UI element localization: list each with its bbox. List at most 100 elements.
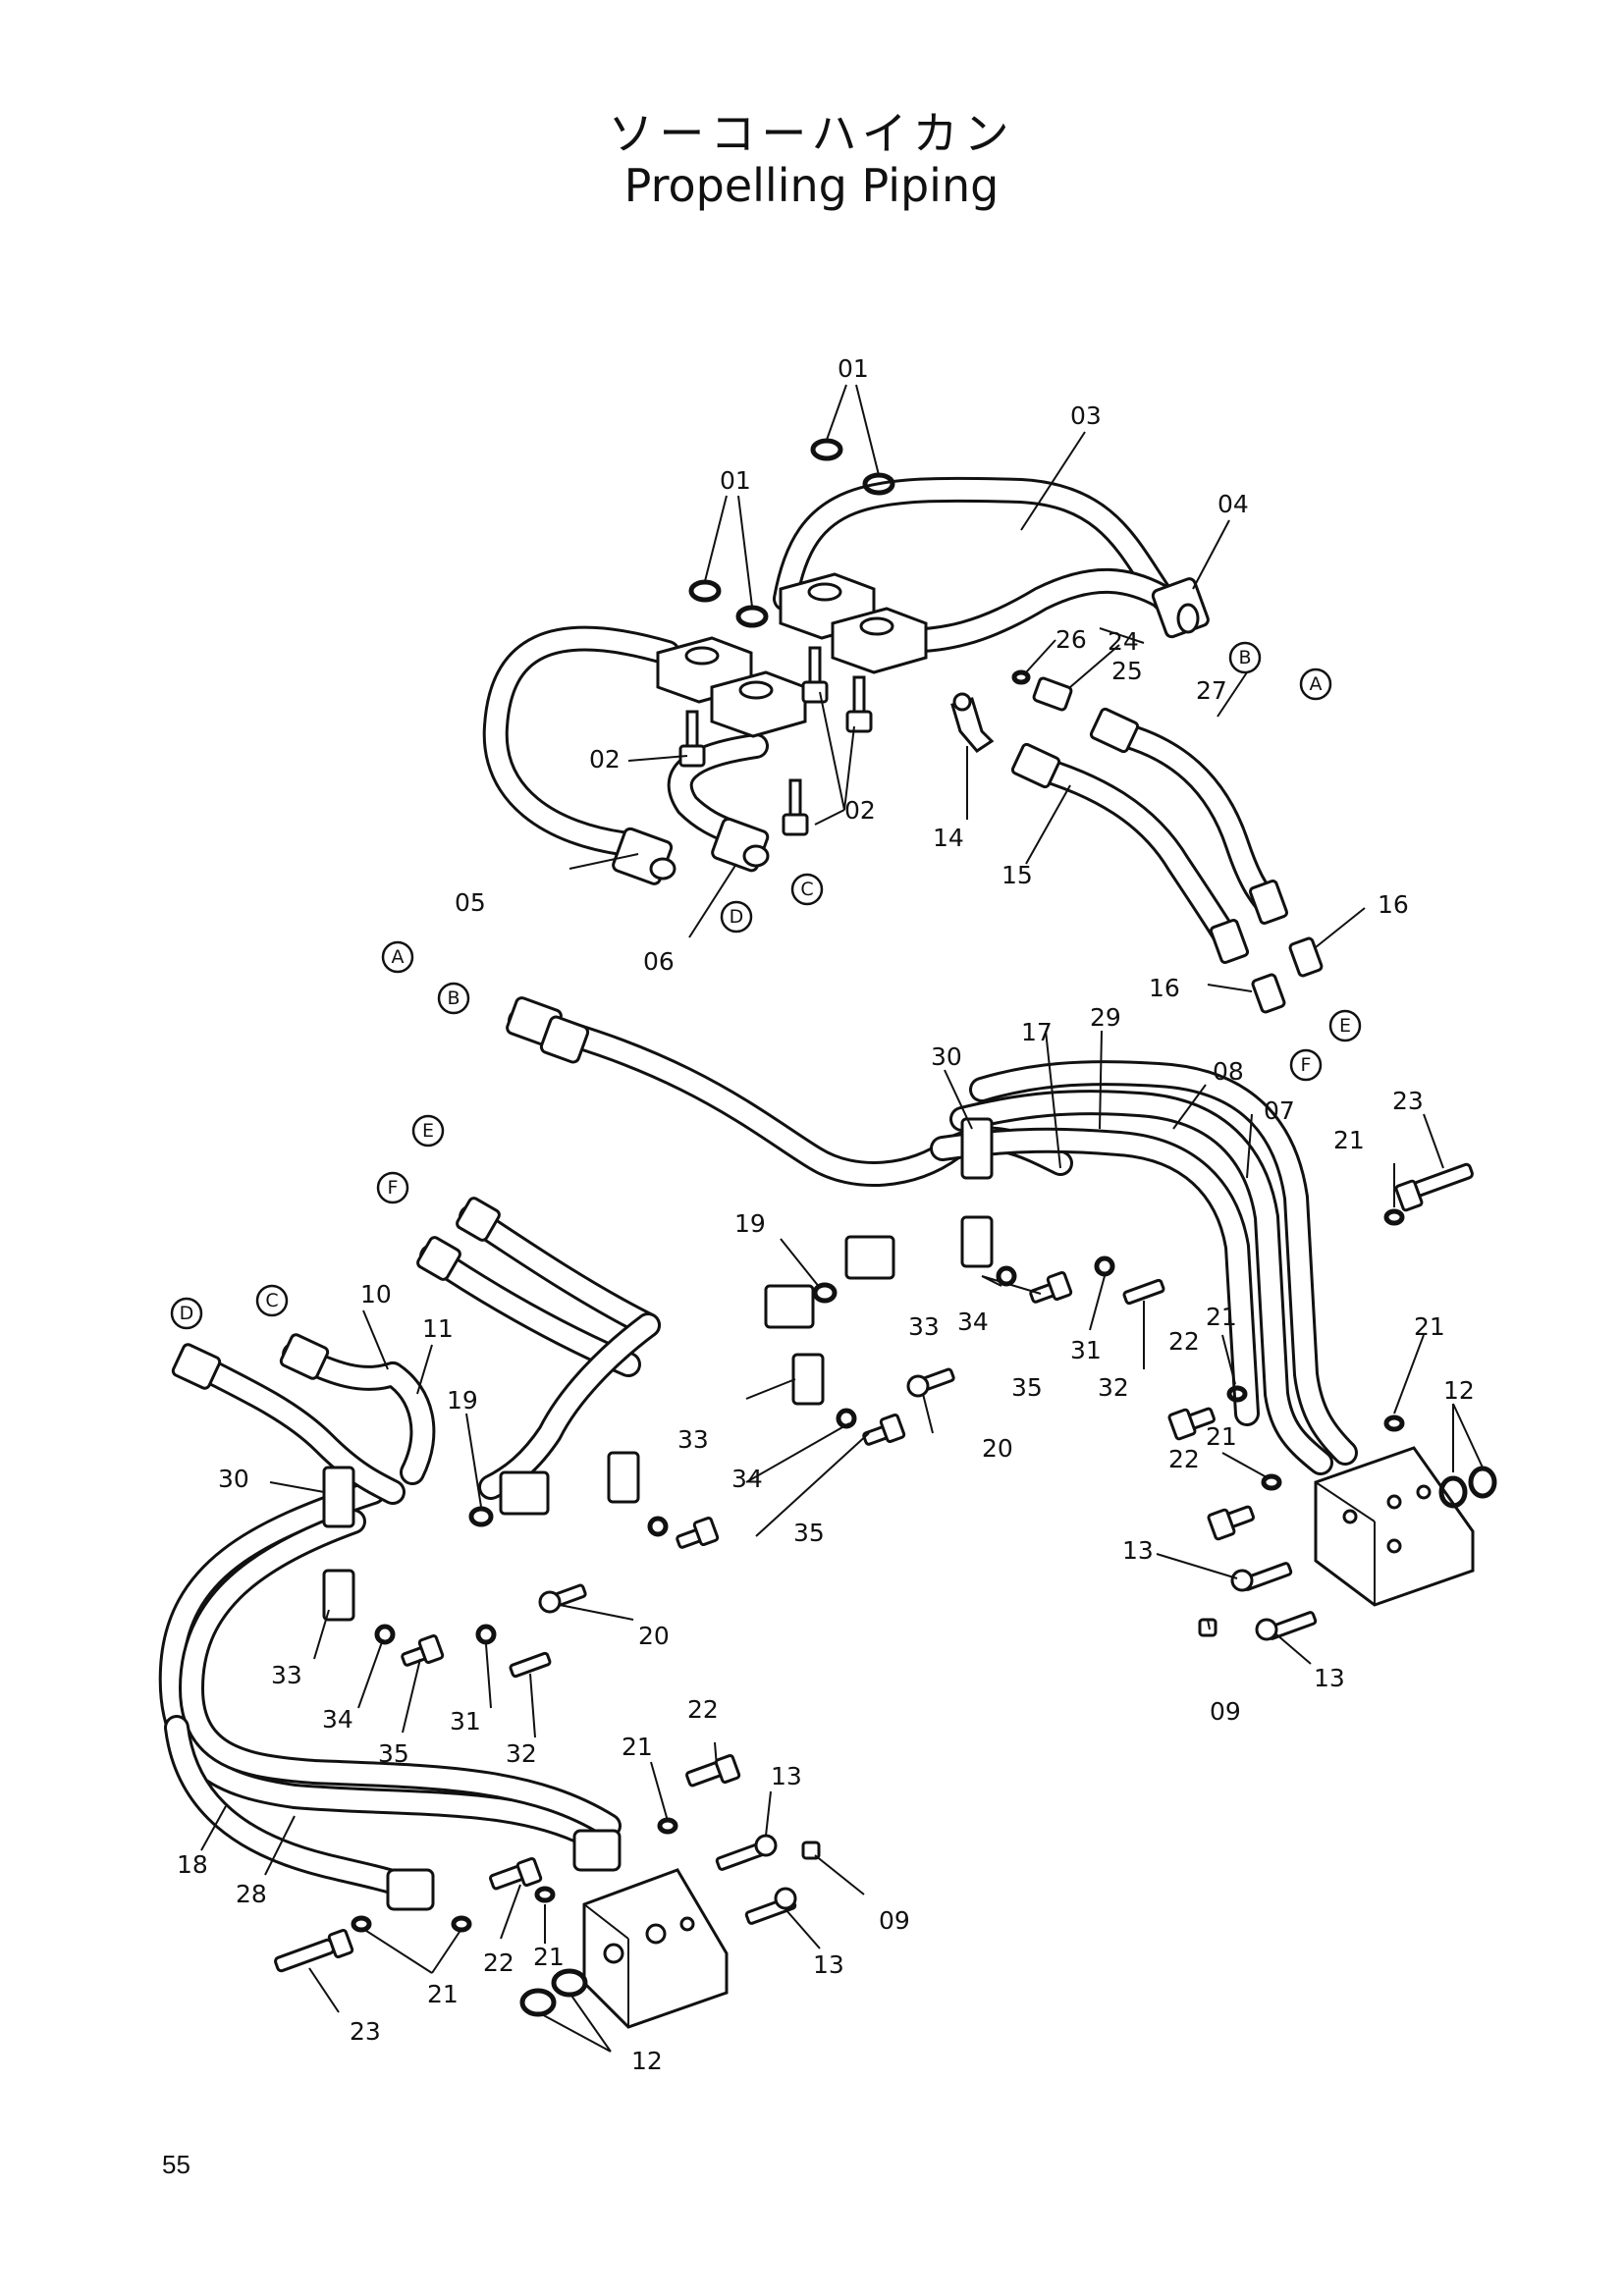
connector-f-upper: F <box>1289 1048 1323 1082</box>
main-pipe-assembly <box>158 996 1358 1902</box>
label-31-upper: 31 <box>1070 1336 1102 1364</box>
label-12-right: 12 <box>1443 1376 1475 1405</box>
bolt-22-lower-a <box>489 1856 543 1891</box>
hose-end-e <box>456 1197 501 1242</box>
label-06: 06 <box>643 947 675 976</box>
label-22-right-b: 22 <box>1168 1445 1200 1473</box>
label-12-lower: 12 <box>631 2047 663 2075</box>
lower-manifold-block <box>582 1868 729 2029</box>
leader-lines <box>200 384 1484 2053</box>
bolt-35-upper <box>1029 1270 1073 1304</box>
ring-21-c <box>1383 1415 1405 1432</box>
label-33-upper: 33 <box>908 1312 940 1341</box>
flange-block-top-right <box>831 607 928 674</box>
label-04: 04 <box>1217 490 1249 518</box>
label-32-lower: 32 <box>506 1739 537 1768</box>
connector-c-lower: C <box>255 1284 289 1317</box>
label-22-lower-top: 22 <box>687 1695 719 1724</box>
o-ring-26 <box>1011 669 1031 685</box>
bolt-23-left <box>274 1928 354 1973</box>
bolt-23-right <box>1394 1162 1474 1212</box>
ring-21-f <box>451 1915 472 1933</box>
label-10: 10 <box>360 1280 392 1308</box>
label-13-lower-b: 13 <box>813 1950 844 1979</box>
support-block-mid <box>844 1235 895 1280</box>
svg-text:B: B <box>1238 647 1251 668</box>
bolt-22-lower-b <box>685 1753 741 1788</box>
o-ring-01-c <box>688 579 722 603</box>
label-16-upper: 16 <box>1378 890 1409 919</box>
connector-e-lower: E <box>411 1114 445 1148</box>
o-ring-12-lower-b <box>551 1968 588 1998</box>
bolt-20-upper <box>906 1367 955 1398</box>
label-07: 07 <box>1264 1096 1295 1125</box>
bolt-02-c <box>845 675 873 733</box>
bolt-22-right-a <box>1167 1407 1216 1441</box>
svg-text:F: F <box>388 1177 399 1199</box>
support-block-lower <box>499 1470 550 1516</box>
page-title-english: Propelling Piping <box>623 159 1000 212</box>
ring-21-h <box>351 1915 372 1933</box>
part-labels: 01 01 03 04 02 02 05 06 24 26 25 27 14 1… <box>177 354 1475 2075</box>
label-13-right-b: 13 <box>1314 1664 1345 1692</box>
label-34-upper: 34 <box>957 1308 989 1336</box>
label-08: 08 <box>1213 1057 1244 1086</box>
label-20-lower: 20 <box>638 1622 670 1650</box>
clamp-33-mid <box>791 1353 825 1406</box>
label-32-upper: 32 <box>1098 1373 1129 1402</box>
elbow-fitting-14 <box>950 692 995 753</box>
label-09-right: 09 <box>1210 1697 1241 1726</box>
svg-text:E: E <box>422 1120 434 1142</box>
ring-21-d <box>1261 1473 1282 1491</box>
bolt-32-upper <box>1122 1278 1165 1306</box>
ring-19-upper <box>812 1282 838 1304</box>
washer-34-mid <box>836 1408 857 1429</box>
fitting-b-nut <box>539 1015 590 1064</box>
bolt-02-d <box>782 778 809 836</box>
fitting-d-end <box>171 1343 222 1390</box>
label-17: 17 <box>1021 1018 1053 1046</box>
connector-d-lower: D <box>170 1297 203 1330</box>
right-manifold-block <box>1314 1446 1475 1607</box>
nut-04 <box>1151 577 1210 639</box>
bolt-13-right-a <box>1230 1562 1293 1592</box>
bolt-20-lower <box>538 1583 587 1614</box>
svg-text:A: A <box>392 946 405 968</box>
label-21-lower-mid: 21 <box>533 1943 565 1971</box>
washer-34-lower-b <box>374 1624 396 1645</box>
connector-f-lower: F <box>376 1171 409 1204</box>
label-05: 05 <box>455 888 486 917</box>
label-21-b: 21 <box>1206 1303 1237 1331</box>
label-28: 28 <box>236 1880 267 1908</box>
svg-text:C: C <box>800 879 813 900</box>
svg-text:D: D <box>730 906 744 928</box>
label-09-lower: 09 <box>879 1906 910 1935</box>
bolt-35-lower-b <box>401 1633 445 1667</box>
adapter-16-e <box>1288 936 1324 978</box>
adapter-16-f <box>1251 973 1286 1014</box>
svg-text:C: C <box>265 1290 278 1311</box>
clamp-30-upper <box>960 1117 994 1180</box>
o-ring-01-a <box>810 438 843 461</box>
hose-fitting-27-lower <box>1248 879 1289 926</box>
bolt-02-a <box>678 710 706 768</box>
ring-21-e <box>657 1817 678 1835</box>
hose-fitting-27-upper <box>1089 707 1140 754</box>
ring-21-b <box>1226 1385 1248 1403</box>
flange-block-upper-mid <box>710 670 807 738</box>
hose-end-f <box>416 1236 461 1281</box>
hose-fitting-15-lower <box>1209 918 1250 965</box>
label-35-mid: 35 <box>793 1519 825 1547</box>
label-34-mid: 34 <box>731 1465 763 1493</box>
ring-21-g <box>534 1886 556 1903</box>
ring-19-lower <box>468 1506 494 1527</box>
adapter-25 <box>1032 676 1073 712</box>
nut-05 <box>612 827 676 885</box>
label-19-lower: 19 <box>447 1386 478 1415</box>
label-02-right: 02 <box>844 796 876 825</box>
label-29: 29 <box>1090 1003 1121 1032</box>
bolt-35-mid <box>862 1413 906 1446</box>
connector-d-upper: D <box>720 900 753 934</box>
label-21-a: 21 <box>1333 1126 1365 1154</box>
